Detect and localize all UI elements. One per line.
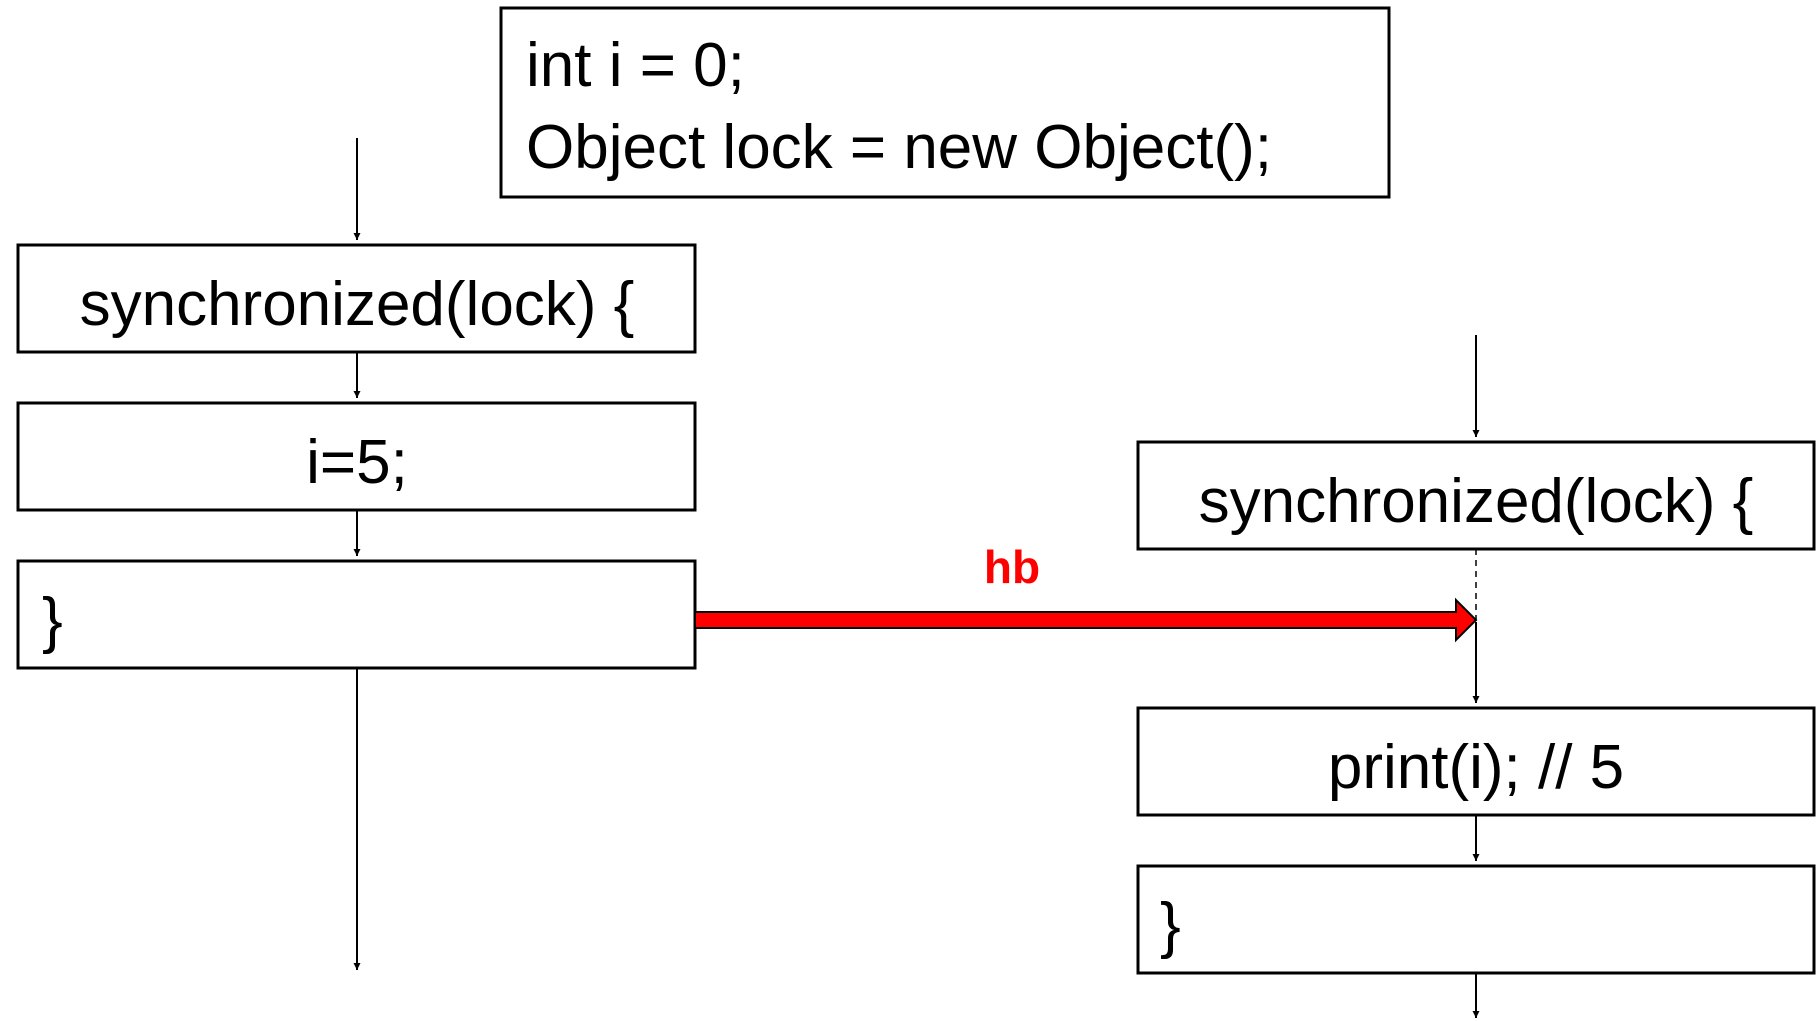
- shared-variables-box: int i = 0; Object lock = new Object();: [499, 6, 1391, 199]
- hb-label: hb: [984, 541, 1040, 593]
- thread-b: synchronized(lock) { print(i); // 5 }: [1136, 335, 1816, 1018]
- thread-a: synchronized(lock) { i=5; }: [16, 138, 697, 970]
- thread-b-sync-close-label: }: [1160, 891, 1181, 960]
- declaration-lock-object: Object lock = new Object();: [526, 113, 1272, 182]
- happens-before-edge: hb: [694, 541, 1478, 643]
- thread-a-statement-label: i=5;: [306, 428, 408, 497]
- hb-arrow: [694, 597, 1478, 643]
- thread-a-statement-box: i=5;: [16, 401, 697, 512]
- thread-b-sync-close-box: }: [1136, 864, 1816, 975]
- thread-a-sync-close-box: }: [16, 559, 697, 670]
- thread-a-sync-close-label: }: [42, 586, 63, 655]
- thread-b-sync-open-box: synchronized(lock) {: [1136, 440, 1816, 551]
- thread-a-sync-open-box: synchronized(lock) {: [16, 243, 697, 354]
- declaration-int-i: int i = 0;: [526, 31, 745, 100]
- thread-b-statement-box: print(i); // 5: [1136, 706, 1816, 817]
- thread-a-sync-open-label: synchronized(lock) {: [80, 270, 635, 339]
- thread-b-statement-label: print(i); // 5: [1328, 733, 1624, 802]
- thread-b-sync-open-label: synchronized(lock) {: [1199, 467, 1754, 536]
